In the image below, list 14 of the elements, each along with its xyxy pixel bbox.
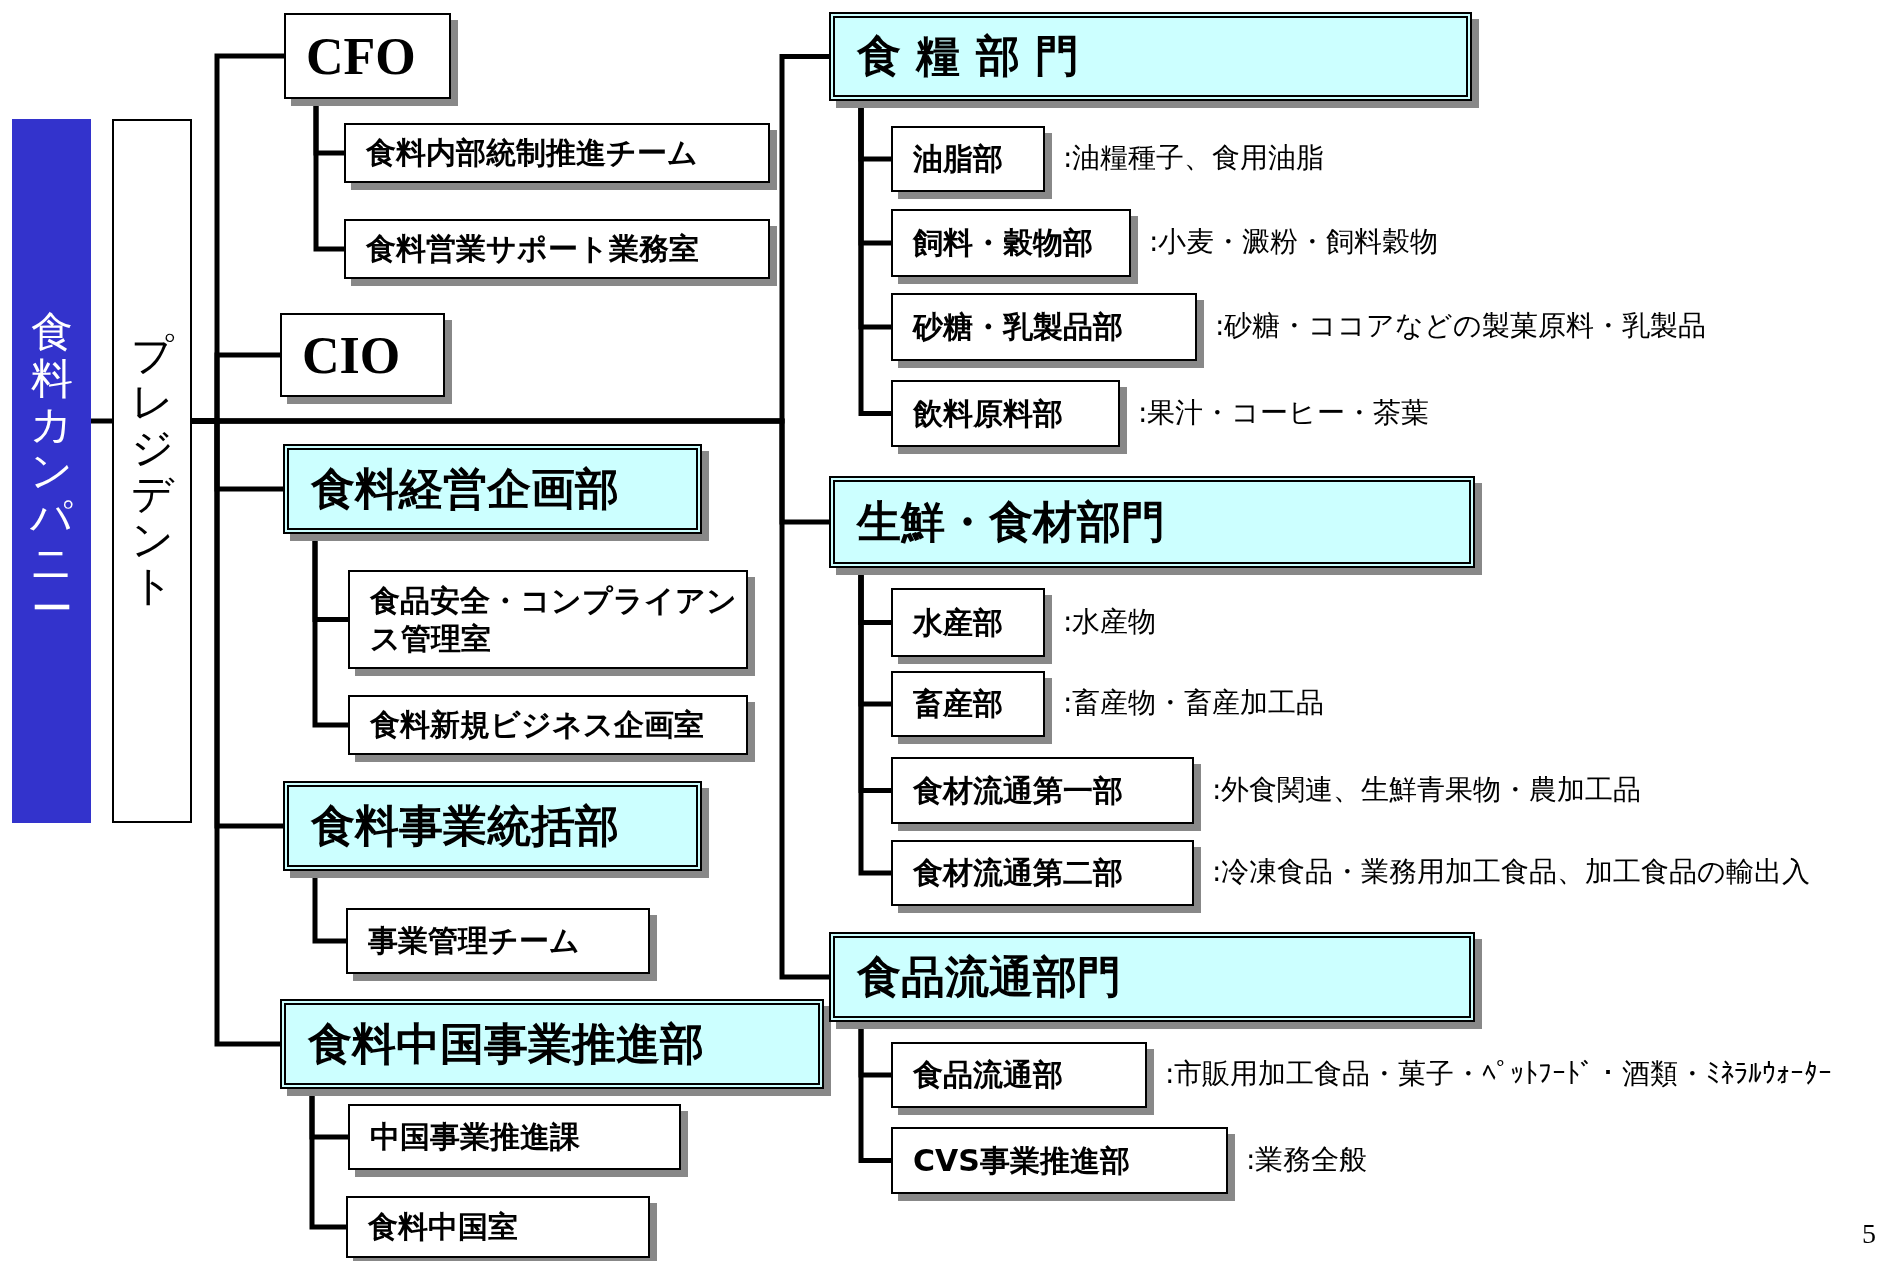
description-text: :小麦・澱粉・飼料穀物 (1149, 224, 1439, 260)
description-text: :砂糖・ココアなどの製菓原料・乳製品 (1215, 308, 1707, 344)
president-box: プレジデント (112, 119, 192, 823)
description-text: :市販用加工食品・菓子・ﾍﾟｯﾄﾌｰﾄﾞ・酒類・ﾐﾈﾗﾙｳｫｰﾀｰ (1165, 1056, 1833, 1092)
connector-line (91, 418, 112, 424)
description-text: :油糧種子、食用油脂 (1063, 140, 1325, 176)
description-text: :業務全般 (1246, 1141, 1368, 1178)
description-text: :冷凍食品・業務用加工食品、加工食品の輸出入 (1212, 854, 1811, 890)
description-text: :外食関連、生鮮青果物・農加工品 (1212, 771, 1642, 808)
description-text: :水産物 (1063, 603, 1157, 640)
description-text: :果汁・コーヒー・茶葉 (1138, 394, 1430, 431)
description-text: :畜産物・畜産加工品 (1063, 685, 1325, 721)
page-number: 5 (1862, 1218, 1876, 1250)
company-bar: 食料カンパニー (12, 119, 91, 823)
